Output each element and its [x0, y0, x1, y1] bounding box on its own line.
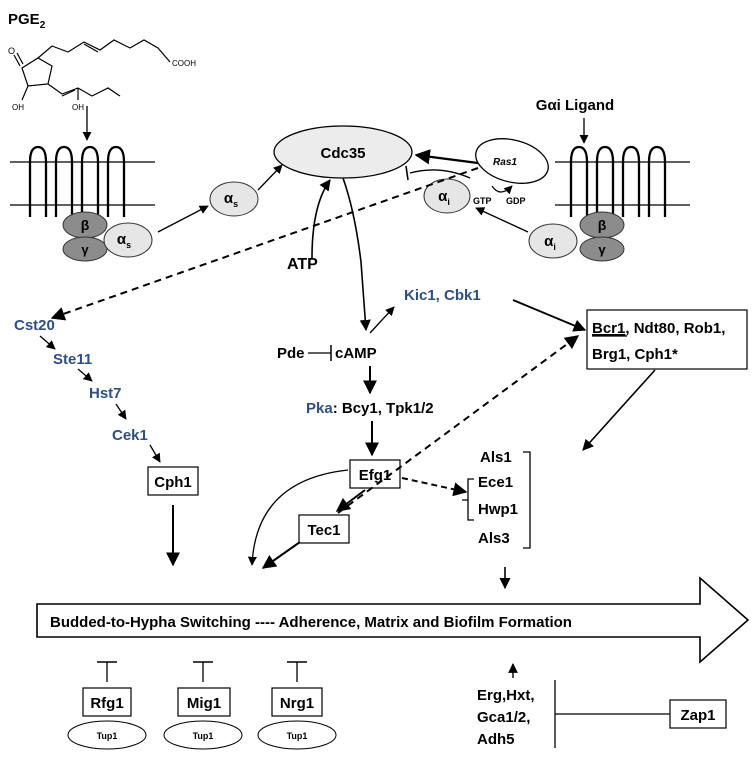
- main-process-label: Budded-to-Hypha Switching ---- Adherence…: [50, 614, 572, 631]
- cek1-label: Cek1: [112, 427, 148, 444]
- tec1-to-tf-dashed: [337, 335, 580, 514]
- cst20-to-ste11-arrow: [39, 335, 56, 350]
- nrg1-tup1-label: Tup1: [287, 731, 308, 741]
- alpha-i-label-right: αi: [544, 233, 556, 252]
- cdc35-to-camp-arrow: [342, 177, 371, 332]
- g-alpha-s-free: [209, 181, 259, 217]
- gamma-label-right: γ: [598, 242, 606, 257]
- pka-label: Pka: Bcy1, Tpk1/2: [306, 400, 434, 417]
- alpha-s-to-cdc35-arrow: [257, 164, 283, 191]
- kic1-to-tf-arrow: [512, 299, 587, 332]
- beta-label-left: β: [81, 217, 90, 233]
- beta-label-right: β: [598, 217, 607, 233]
- tec1-box: [298, 514, 350, 544]
- pge2-label: PGE2: [8, 11, 46, 31]
- g-gamma-right: [579, 236, 625, 262]
- ras1-to-cdc35-arrow: [414, 149, 479, 165]
- pde-label: Pde: [277, 345, 305, 362]
- pge2-o-label: O: [8, 46, 15, 56]
- tf-to-adhesins-arrow: [582, 369, 656, 451]
- tf-line-1: Bcr1, Ndt80, Rob1,: [592, 320, 725, 337]
- camp-label: cAMP: [335, 345, 377, 362]
- tec1-to-switch-arrow: [261, 541, 301, 569]
- adhesin-list: Als1 Ece1 Hwp1 Als3: [478, 449, 518, 547]
- ste11-to-hst7-arrow: [77, 368, 93, 382]
- atp-label: ATP: [287, 256, 318, 273]
- mig1-label: Mig1: [187, 695, 221, 712]
- rfg1-label: Rfg1: [90, 695, 123, 712]
- tf-line-2: Brg1, Cph1*: [592, 346, 678, 363]
- adhesin-ece1: Ece1: [478, 474, 513, 491]
- alpha-s-label-free: αs: [224, 190, 238, 209]
- alpha-s-label-left: αs: [117, 231, 131, 250]
- cph1-label: Cph1: [154, 474, 192, 491]
- main-process-arrow: [36, 576, 750, 664]
- gtp-label: GTP: [473, 196, 492, 206]
- g-alpha-s-left: [103, 222, 153, 258]
- zap1-target-2: Gca1/2,: [477, 709, 530, 726]
- cek1-to-cph1-arrow: [149, 444, 161, 463]
- ras1-label: Ras1: [493, 157, 517, 168]
- nrg1-label: Nrg1: [280, 695, 314, 712]
- zap1-label: Zap1: [680, 707, 715, 724]
- alpha-s-release-arrow: [157, 205, 209, 233]
- zap1-target-3: Adh5: [477, 731, 515, 748]
- camp-to-kic1-arrow: [369, 306, 395, 334]
- efg1-to-tec1-arrow: [335, 489, 366, 512]
- cdc35-label: Cdc35: [320, 145, 365, 162]
- zap1-target-list: Erg,Hxt, Gca1/2, Adh5: [477, 687, 535, 748]
- adhesin-als3: Als3: [478, 530, 510, 547]
- pge2-oh-label-2: OH: [72, 103, 84, 112]
- ras1-node: [475, 138, 549, 184]
- tf-box: [586, 309, 748, 370]
- hst7-label: Hst7: [89, 385, 122, 402]
- inhibit-bar-cdc35: [405, 165, 409, 181]
- efg1-to-switch-curve: [247, 469, 349, 566]
- repressor-nrg1: Nrg1 Tup1: [257, 661, 337, 750]
- gamma-label-left: γ: [81, 242, 89, 257]
- ras1-to-cst20-dashed: [50, 167, 479, 321]
- adhesin-hwp1: Hwp1: [478, 501, 518, 518]
- cph1-box: [147, 466, 199, 496]
- tec1-label: Tec1: [307, 522, 340, 539]
- hst7-to-cek1-arrow: [115, 403, 127, 420]
- mig1-tup1-label: Tup1: [193, 731, 214, 741]
- efg1-to-adhesins-dashed: [401, 477, 468, 497]
- adhesin-bracket-right: [523, 451, 531, 549]
- zap1-box: [669, 699, 727, 729]
- rfg1-tup1-label: Tup1: [97, 731, 118, 741]
- atp-curve: [311, 179, 331, 259]
- g-alpha-i-free: [423, 178, 471, 214]
- alpha-i-inhibit-cdc35: [409, 169, 471, 179]
- gai-ligand-label: Gαi Ligand: [536, 97, 614, 114]
- right-receptor: [569, 145, 667, 217]
- alpha-i-release-arrow: [475, 207, 529, 233]
- gdp-label: GDP: [506, 196, 526, 206]
- g-alpha-i-right: [528, 223, 578, 259]
- alpha-i-label-free: αi: [438, 188, 450, 207]
- adhesin-bracket-left: [462, 478, 474, 521]
- gtp-gdp-arrow: [491, 185, 513, 195]
- zap1-target-1: Erg,Hxt,: [477, 687, 535, 704]
- cst20-label: Cst20: [14, 317, 55, 334]
- pge2-cooh-label: COOH: [172, 59, 196, 68]
- pge2-oh-label-1: OH: [12, 103, 24, 112]
- pge2-structure: [13, 39, 171, 101]
- kic1-cbk1-label: Kic1, Cbk1: [404, 287, 481, 304]
- ste11-label: Ste11: [53, 351, 92, 368]
- left-receptor: [28, 145, 126, 217]
- efg1-label: Efg1: [359, 467, 392, 484]
- repressor-mig1: Mig1 Tup1: [163, 661, 243, 750]
- adhesin-als1: Als1: [480, 449, 512, 466]
- repressor-rfg1: Rfg1 Tup1: [67, 661, 147, 750]
